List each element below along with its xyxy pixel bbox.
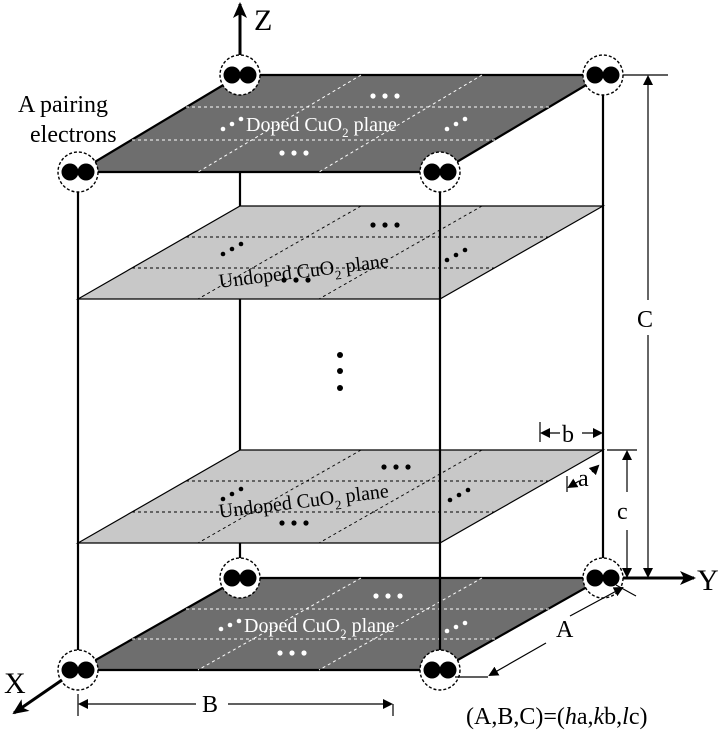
vertical-ellipsis — [337, 352, 343, 391]
y-axis-label: Y — [697, 564, 719, 597]
bottom-plane-dots — [218, 593, 468, 656]
electron-pair-top-front-left — [57, 151, 99, 193]
upper-undoped-plane — [75, 205, 606, 300]
dim-a-label: a — [578, 466, 589, 492]
top-plane-label: Doped CuO2 plane — [246, 114, 397, 140]
dim-a-arrow-2 — [588, 464, 600, 476]
electron-pair-bottom-front-left — [57, 649, 99, 691]
upper-plane-grid — [132, 205, 549, 300]
x-axis-label: X — [4, 667, 26, 700]
top-plane-dots — [220, 93, 468, 156]
dim-a-arrow — [567, 478, 580, 489]
electron-pair-bottom-front-right — [419, 649, 461, 691]
pairing-electrons-label-line1: A pairing — [18, 92, 108, 118]
electron-pair-top-back-right — [582, 54, 624, 96]
electron-pair-bottom-back-right — [582, 557, 624, 599]
dim-c-label: c — [617, 499, 628, 525]
pairing-electrons-label-line2: electrons — [30, 122, 117, 148]
z-axis-label: Z — [254, 4, 272, 37]
electron-pair-bottom-back-left — [219, 557, 261, 599]
upper-plane-dots — [220, 222, 468, 283]
lower-plane-grid — [132, 449, 549, 544]
lattice-formula: (A,B,C)=(ha,kb,lc) — [466, 704, 648, 730]
dim-b-label: b — [562, 422, 574, 448]
electron-pair-top-front-right — [419, 151, 461, 193]
dim-B-label: B — [202, 692, 218, 718]
dim-A-tick-top — [615, 584, 637, 597]
lower-plane-dots — [220, 464, 471, 526]
bottom-plane-label: Doped CuO2 plane — [244, 615, 395, 641]
top-plane-grid — [132, 74, 549, 173]
bottom-plane-grid — [132, 577, 549, 671]
dim-A-arrow-up — [569, 587, 624, 617]
dim-A-label: A — [556, 617, 574, 643]
dim-C-label: C — [637, 307, 653, 333]
bottom-doped-plane — [73, 576, 608, 672]
electron-pair-top-back-left — [219, 54, 261, 96]
x-axis-arrow — [12, 678, 63, 715]
dim-A-arrow-down — [488, 642, 547, 676]
